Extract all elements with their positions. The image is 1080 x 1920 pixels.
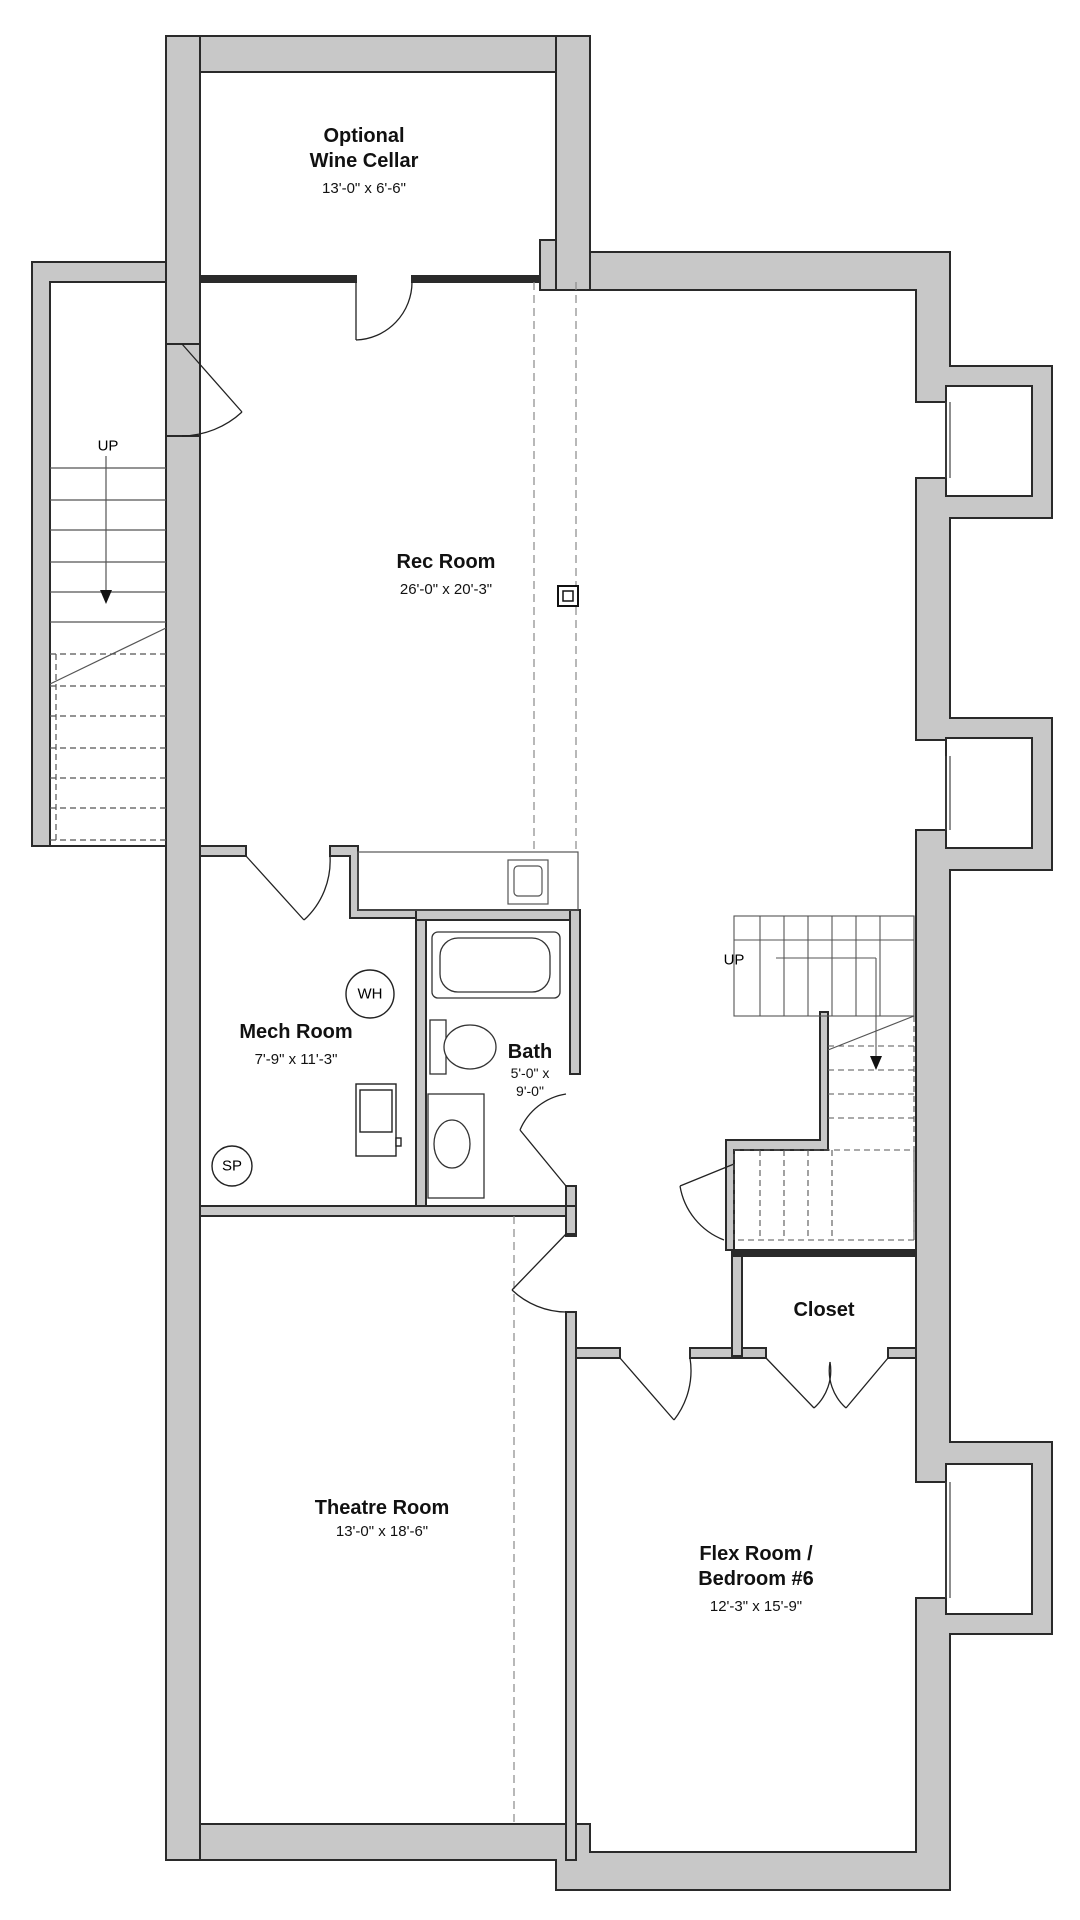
theatre-right-wall-lower (565, 1311, 577, 1861)
rec-room-label: Rec Room 26'-0" x 20'-3" (397, 550, 496, 600)
closet-label: Closet (793, 1298, 854, 1323)
sump-pump-icon (211, 1145, 253, 1187)
mech-door-icon (245, 855, 331, 921)
theatre-room-name: Theatre Room (314, 1497, 450, 1519)
theatre-right-wall-upper (565, 1205, 577, 1235)
left-stair (49, 456, 167, 841)
flex-room-dims: 12'-3" x 15'-9" (709, 1598, 803, 1615)
closet-left-wall (731, 1249, 743, 1357)
stair-enclosure-door-icon (679, 1163, 735, 1241)
flex-top-wall-right (887, 1347, 917, 1359)
mech-room-wall (199, 845, 247, 857)
stair-door-icon (181, 343, 243, 437)
wine-cellar-name-line1: Optional (323, 125, 405, 147)
interior-walls (165, 35, 917, 1861)
theatre-door-icon (511, 1233, 567, 1313)
wine-cellar-door-icon (355, 281, 413, 341)
mech-room-name: Mech Room (239, 1021, 353, 1043)
sump-pump-label: SP (221, 1157, 243, 1175)
wine-cellar-bottom-wall-left (199, 275, 357, 283)
closet-door-left-icon (765, 1357, 832, 1409)
bath-dims-line1: 5'-0" x (510, 1065, 550, 1081)
flex-top-wall-mid (689, 1347, 767, 1359)
beam-lines (513, 282, 577, 1824)
mech-room-dims: 7'-9" x 11'-3" (254, 1051, 338, 1068)
flex-door-icon (619, 1357, 692, 1421)
mech-fixtures (211, 969, 402, 1187)
bar-sink-icon (507, 859, 549, 905)
theatre-room-label: Theatre Room 13'-0" x 18'-6" (315, 1496, 449, 1542)
theatre-room-dims: 13'-0" x 18'-6" (335, 1523, 429, 1540)
water-heater-icon (345, 969, 395, 1019)
wine-cellar-name-line2: Wine Cellar (309, 150, 419, 172)
bath-right-wall-upper (569, 909, 581, 1075)
flex-room-name-line1: Flex Room / (699, 1543, 813, 1565)
toilet-icon (429, 1019, 497, 1075)
wine-cellar-right-wall (555, 35, 591, 291)
closet-door-right-icon (828, 1357, 889, 1409)
column-icon (557, 585, 579, 607)
bath-door-icon (519, 1093, 567, 1187)
bath-top-wall (415, 909, 581, 921)
mech-bottom-wall (199, 1205, 577, 1217)
mech-room-label: Mech Room 7'-9" x 11'-3" (239, 1020, 352, 1070)
doors (181, 281, 889, 1421)
wine-cellar-label: Optional Wine Cellar 13'-0" x 6'-6" (310, 124, 419, 199)
vanity-sink-icon (427, 1093, 485, 1199)
window-bay-3 (945, 1463, 1033, 1615)
bath-fixtures (427, 931, 561, 1199)
rec-room-name: Rec Room (396, 551, 496, 573)
water-heater-label: WH (357, 985, 383, 1003)
bath-label: Bath 5'-0" x 9'-0" (508, 1040, 552, 1100)
stair-divider-wall-lower (165, 435, 201, 1861)
bath-name: Bath (507, 1041, 553, 1063)
furnace-icon (355, 1083, 402, 1157)
closet-top-wall (731, 1249, 917, 1257)
mech-right-wall (415, 917, 427, 1209)
flex-top-wall-left (575, 1347, 621, 1359)
stair-divider-wall-upper (165, 35, 201, 345)
right-stair (733, 915, 915, 1241)
window-bay-1 (945, 385, 1033, 497)
rec-room-dims: 26'-0" x 20'-3" (399, 581, 493, 598)
left-stair-well (49, 281, 167, 847)
window-jambs (945, 402, 951, 1598)
bath-dims-line2: 9'-0" (516, 1082, 544, 1099)
left-stair-up-label: UP (97, 437, 119, 455)
flex-room-label: Flex Room / Bedroom #6 12'-3" x 15'-9" (698, 1542, 814, 1617)
right-stair-up-label: UP (723, 951, 745, 969)
window-bay-2 (945, 737, 1033, 849)
wet-bar (357, 851, 579, 911)
flex-room-name-line2: Bedroom #6 (698, 1568, 814, 1590)
wine-cellar-bottom-wall-right (411, 275, 541, 283)
wine-cellar-dims: 13'-0" x 6'-6" (322, 180, 406, 197)
closet-name: Closet (793, 1299, 855, 1321)
